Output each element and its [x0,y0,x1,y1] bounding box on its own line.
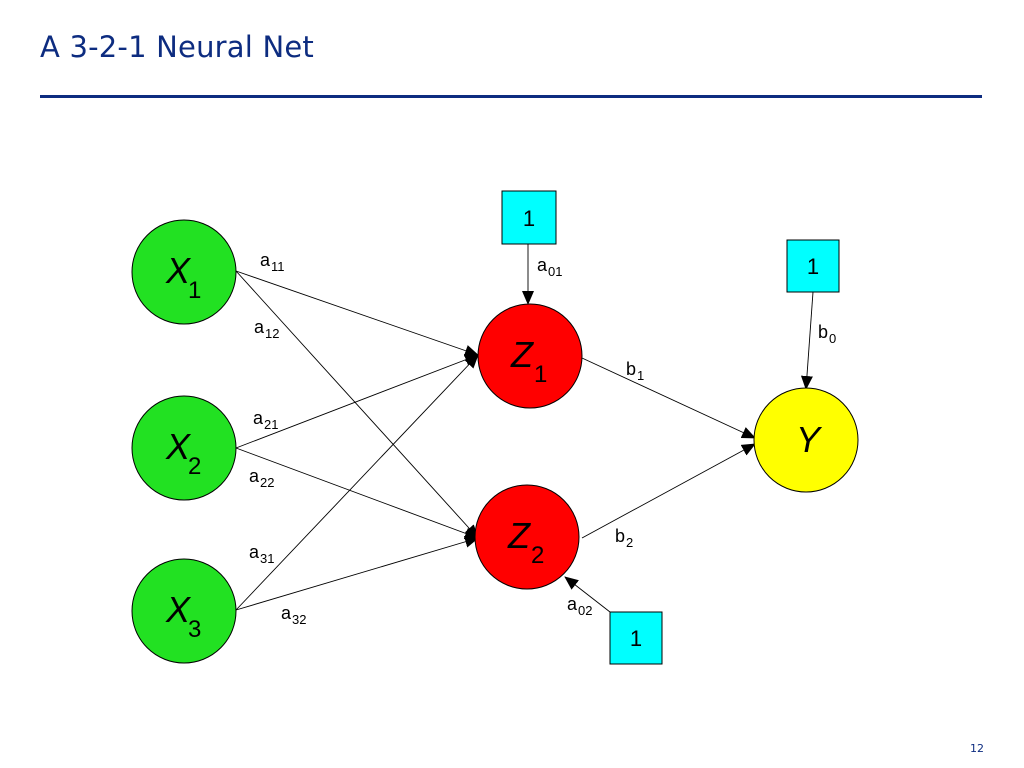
x2-sub: 2 [188,453,201,480]
weight-label-b0: b 0 [818,322,836,346]
a31-sub: 31 [260,551,274,566]
x1-sub: 1 [188,277,201,304]
input-node-x1: X 1 [131,219,237,325]
edge-x2-z1 [235,354,479,449]
a21-base: a [253,408,264,428]
z2-letter: Z [507,515,531,556]
input-node-x2: X 2 [131,395,237,501]
a22-sub: 22 [260,475,274,490]
hidden-node-z2: Z 2 [474,484,580,590]
bias-z2-value: 1 [630,626,642,651]
a11-sub: 11 [271,259,285,274]
title-divider [40,95,982,98]
b2-sub: 2 [626,535,633,550]
a22-base: a [249,466,260,486]
weight-label-b1: b 1 [626,359,644,383]
b0-sub: 0 [829,331,836,346]
z1-sub: 1 [534,361,547,388]
page-number: 12 [970,742,984,755]
edge-bias-z2 [564,576,611,613]
edge-x1-z1 [235,270,479,357]
weight-label-a12: a 12 [254,317,279,341]
edge-z2-y [581,443,756,539]
weight-label-a02: a 02 [567,594,592,618]
a02-base: a [567,594,578,614]
b2-base: b [615,526,625,546]
x2-letter: X [165,426,192,467]
a11-base: a [260,250,271,270]
bias-box-z2: 1 [609,611,663,665]
a02-sub: 02 [578,603,592,618]
x1-letter: X [165,250,192,291]
b1-base: b [626,359,636,379]
edge-x1-z2 [235,270,479,539]
a32-base: a [281,603,292,623]
weight-label-a31: a 31 [249,542,274,566]
a01-sub: 01 [548,264,562,279]
b0-base: b [818,322,828,342]
y-letter: Y [796,419,823,460]
bias-box-y: 1 [786,239,840,293]
a12-base: a [254,317,265,337]
output-node-y: Y [753,387,859,493]
x3-sub: 3 [188,616,201,643]
edge-x3-z1 [235,354,479,611]
x3-letter: X [165,589,192,630]
edges [235,244,814,613]
weight-label-a01: a 01 [537,255,562,279]
a21-sub: 21 [264,417,278,432]
z2-sub: 2 [531,542,544,569]
input-node-x3: X 3 [131,558,237,664]
bias-box-z1: 1 [501,190,557,245]
weight-label-a22: a 22 [249,466,274,490]
a01-base: a [537,255,548,275]
a31-base: a [249,542,260,562]
edge-z1-y [581,357,756,439]
edge-x2-z2 [235,447,479,540]
z1-letter: Z [510,334,534,375]
slide-title: A 3-2-1 Neural Net [40,30,314,64]
bias-z1-value: 1 [523,206,535,231]
weight-label-a32: a 32 [281,603,306,627]
weight-label-a11: a 11 [260,250,285,274]
weight-label-a21: a 21 [253,408,278,432]
edge-x3-z2 [235,535,479,611]
a32-sub: 32 [292,612,306,627]
weight-label-b2: b 2 [615,526,633,550]
hidden-node-z1: Z 1 [477,303,583,409]
edge-bias-y [800,291,814,390]
bias-y-value: 1 [807,254,819,279]
a12-sub: 12 [265,326,279,341]
b1-sub: 1 [637,368,644,383]
